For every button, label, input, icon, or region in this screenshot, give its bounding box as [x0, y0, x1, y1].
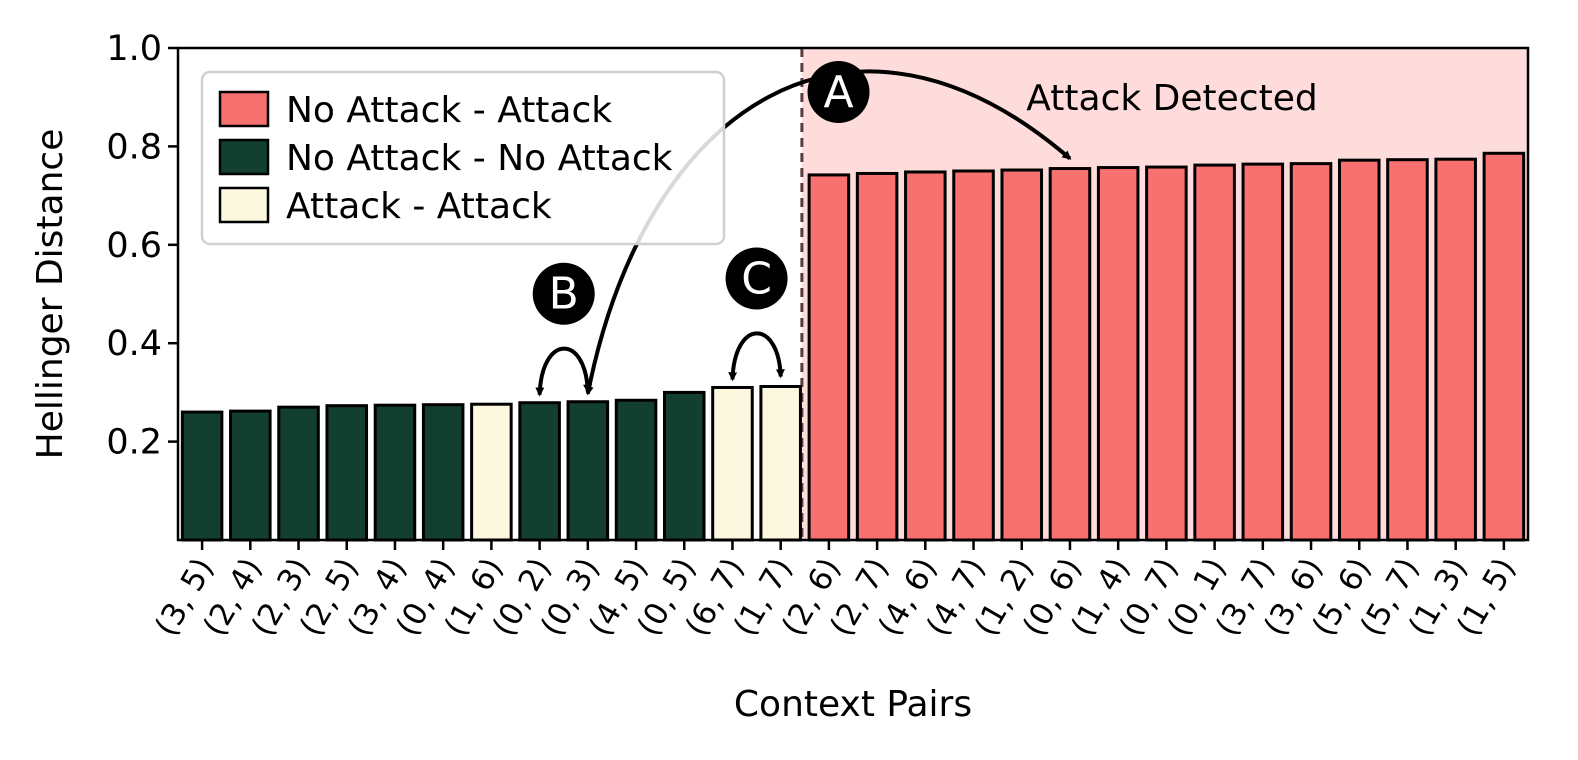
- legend-swatch: [218, 90, 270, 128]
- bar: [1096, 166, 1140, 542]
- annotation-marker-b: [532, 262, 595, 325]
- legend-frame: [200, 70, 726, 246]
- legend: No Attack - Attack No Attack - No AttackA…: [200, 70, 726, 246]
- bar: [277, 405, 320, 542]
- annotation-arrow-a: [584, 69, 1072, 396]
- bar: [1193, 163, 1236, 542]
- annotation-arrow-c: [728, 331, 785, 382]
- bar: [470, 402, 513, 542]
- bar: [1482, 151, 1526, 542]
- bar: [229, 409, 272, 542]
- bar: [711, 385, 754, 542]
- bar: [373, 403, 417, 542]
- legend-label: No Attack - Attack: [286, 90, 612, 131]
- legend-swatch: [218, 186, 270, 224]
- bar: [807, 173, 851, 542]
- y-tick-label: 0.8: [106, 127, 162, 167]
- plot-frame: [176, 46, 1530, 542]
- bar: [759, 384, 802, 542]
- bar: [614, 398, 658, 542]
- bar: [566, 400, 610, 542]
- bar: [1386, 158, 1429, 542]
- bar: [1145, 165, 1188, 542]
- bar: [180, 410, 224, 542]
- annotation-marker-label: B: [549, 269, 579, 320]
- x-axis-label: Context Pairs: [734, 684, 972, 725]
- y-tick-label: 0.6: [106, 226, 162, 266]
- bar: [325, 404, 369, 542]
- bar: [904, 170, 947, 542]
- annotation-marker-label: C: [741, 253, 772, 304]
- annotation-arrow-b: [535, 346, 593, 397]
- bar: [1000, 168, 1044, 542]
- bar: [1434, 157, 1477, 542]
- bar: [855, 171, 899, 542]
- annotation-marker-a: [807, 61, 870, 123]
- y-tick-label: 0.2: [106, 423, 162, 463]
- bar: [1048, 167, 1092, 542]
- y-tick-label: 1.0: [106, 29, 162, 69]
- bar: [421, 403, 465, 542]
- bar: [518, 401, 561, 542]
- legend-label: No Attack - No Attack: [286, 138, 673, 179]
- annotation-layer: A B C: [532, 61, 1072, 397]
- bar: [1337, 158, 1381, 542]
- bar: [1241, 162, 1285, 542]
- region-label: Attack Detected: [1026, 78, 1317, 119]
- annotation-marker-label: A: [823, 67, 853, 118]
- legend-label: Attack - Attack: [286, 186, 552, 227]
- bar: [1289, 162, 1333, 542]
- y-tick-label: 0.4: [106, 324, 162, 364]
- annotation-marker-c: [725, 247, 788, 310]
- bar: [952, 169, 995, 542]
- legend-swatch: [218, 138, 270, 176]
- y-axis-label: Hellinger Distance: [30, 129, 71, 460]
- bar: [662, 390, 706, 542]
